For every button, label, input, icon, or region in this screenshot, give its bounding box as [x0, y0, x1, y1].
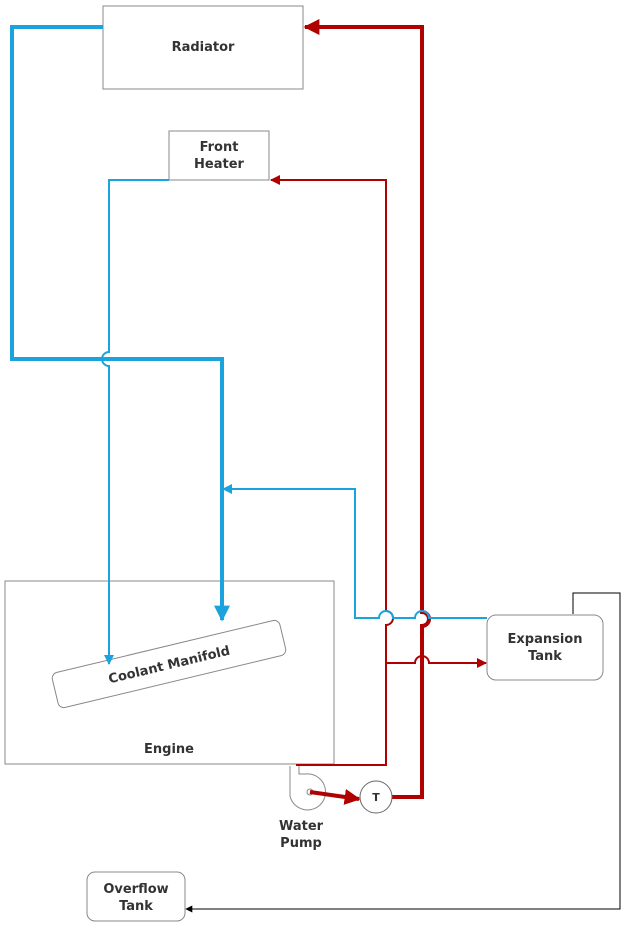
radiator-label: Radiator: [172, 40, 235, 55]
expansion-tank-box: [486, 614, 604, 681]
hot-line-to-expansion-tank: [386, 655, 487, 668]
water-pump-label-line1: Water: [279, 819, 324, 834]
thermostat-label: T: [372, 791, 380, 804]
overflow-tank-label-line1: Overflow: [103, 882, 168, 897]
front-heater-label-line2: Heater: [194, 157, 245, 172]
engine-label: Engine: [144, 742, 194, 757]
overflow-tank-box: [86, 871, 186, 922]
expansion-tank-label-line2: Tank: [528, 649, 562, 664]
expansion-tank-label-line1: Expansion: [508, 632, 583, 647]
front-heater-box: [168, 130, 270, 181]
radiator-box: [102, 5, 304, 90]
water-pump-icon: [289, 766, 327, 811]
water-pump-label-line2: Pump: [280, 836, 322, 851]
cold-line-heater-to-manifold: [101, 179, 169, 665]
thermostat-icon: [359, 780, 393, 814]
hot-line-pump-to-thermostat: [309, 789, 361, 805]
cold-line-expansion-to-return: [222, 484, 487, 619]
front-heater-label-line1: Front: [200, 140, 239, 155]
overflow-line: [185, 592, 621, 913]
cold-line-radiator-to-manifold: [10, 25, 230, 622]
overflow-tank-label-line2: Tank: [119, 899, 153, 914]
